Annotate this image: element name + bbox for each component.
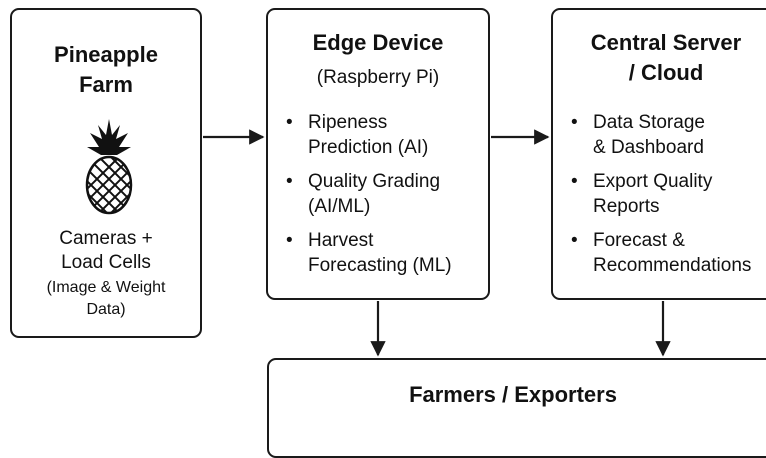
cloud-item-line1: Data Storage xyxy=(593,112,705,133)
edge-title: Edge Device xyxy=(312,30,444,55)
users-label: Farmers / Exporters xyxy=(409,382,617,407)
bullet-icon: • xyxy=(286,230,293,251)
pineapple-icon xyxy=(85,119,133,215)
cloud-item-line1: Export Quality xyxy=(593,171,713,192)
bullet-icon: • xyxy=(571,171,578,192)
edge-item-ripeness: • Ripeness Prediction (AI) xyxy=(286,110,452,160)
edge-item-line1: Ripeness xyxy=(308,112,388,133)
farm-title-line1: Pineapple xyxy=(54,42,158,67)
pineapple-farm-box: Pineapple Farm Cameras + Load Cells (Ima… xyxy=(10,8,202,338)
farm-data-note: (Image & Weight Data) xyxy=(12,277,200,321)
cloud-title-line2: / Cloud xyxy=(628,60,704,85)
edge-item-line1: Harvest xyxy=(308,230,374,251)
cloud-title-line1: Central Server xyxy=(590,30,742,55)
edge-item-line1: Quality Grading xyxy=(308,171,441,192)
farm-data-line1: (Image & Weight xyxy=(46,279,166,296)
cloud-function-list: • Data Storage & Dashboard • Export Qual… xyxy=(571,110,751,287)
farm-sensors-line2: Load Cells xyxy=(61,252,151,273)
edge-item-harvest: • Harvest Forecasting (ML) xyxy=(286,228,452,278)
farm-sensors-line1: Cameras + xyxy=(59,228,153,249)
farm-title: Pineapple Farm xyxy=(12,40,200,100)
edge-subtitle: (Raspberry Pi) xyxy=(316,67,440,88)
farm-data-line2: Data) xyxy=(86,301,126,318)
edge-item-line2: Forecasting (ML) xyxy=(308,255,452,276)
edge-function-list: • Ripeness Prediction (AI) • Quality Gra… xyxy=(286,110,452,287)
edge-item-line2: (AI/ML) xyxy=(308,196,371,217)
cloud-item-line2: Recommendations xyxy=(593,255,752,276)
bullet-icon: • xyxy=(286,171,293,192)
bullet-icon: • xyxy=(571,112,578,133)
cloud-item-reports: • Export Quality Reports xyxy=(571,169,751,219)
cloud-title: Central Server / Cloud xyxy=(553,28,766,88)
farm-title-line2: Farm xyxy=(79,72,133,97)
cloud-item-line1: Forecast & xyxy=(593,230,685,251)
farmers-exporters-box: Farmers / Exporters xyxy=(267,358,766,458)
edge-item-line2: Prediction (AI) xyxy=(308,137,429,158)
edge-item-quality: • Quality Grading (AI/ML) xyxy=(286,169,452,219)
cloud-item-line2: & Dashboard xyxy=(593,137,704,158)
bullet-icon: • xyxy=(286,112,293,133)
central-server-box: Central Server / Cloud • Data Storage & … xyxy=(551,8,766,300)
cloud-item-line2: Reports xyxy=(593,196,660,217)
edge-device-box: Edge Device (Raspberry Pi) • Ripeness Pr… xyxy=(266,8,490,300)
farm-sensors: Cameras + Load Cells xyxy=(12,227,200,275)
cloud-item-storage: • Data Storage & Dashboard xyxy=(571,110,751,160)
cloud-item-forecast: • Forecast & Recommendations xyxy=(571,228,751,278)
bullet-icon: • xyxy=(571,230,578,251)
